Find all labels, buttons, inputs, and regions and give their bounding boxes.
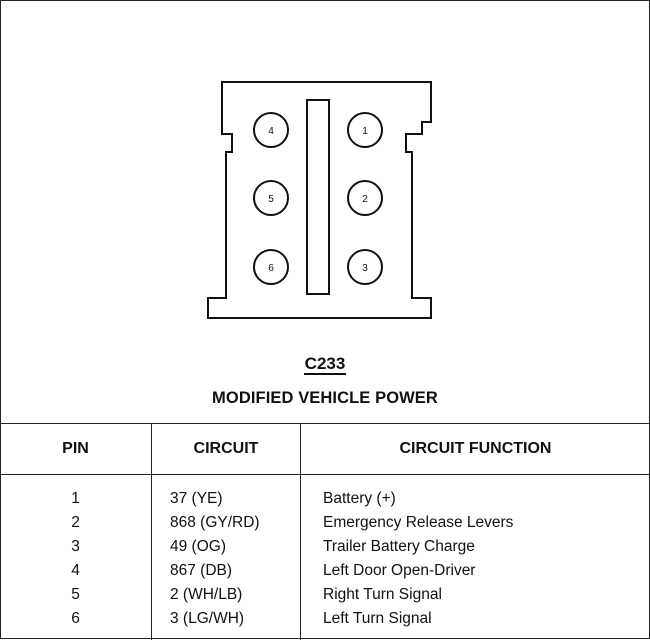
table-cell-pin: 2 — [71, 514, 80, 531]
pin-cavity: 5 — [253, 180, 289, 216]
pin-cavity: 4 — [253, 112, 289, 148]
table-cell-function: Battery (+) — [323, 490, 396, 507]
table-cell-function: Left Door Open-Driver — [323, 562, 476, 579]
pin-cavity: 3 — [347, 249, 383, 285]
pin-cavity: 6 — [253, 249, 289, 285]
table-cell-circuit: 867 (DB) — [170, 562, 233, 579]
table-cell-circuit: 37 (YE) — [170, 490, 223, 507]
pin-number: 4 — [268, 126, 274, 137]
function-column: Battery (+) Emergency Release Levers Tra… — [323, 487, 513, 631]
table-cell-function: Right Turn Signal — [323, 586, 442, 603]
header-circuit-function: CIRCUIT FUNCTION — [301, 424, 650, 475]
connector-name-title: MODIFIED VEHICLE POWER — [212, 389, 438, 407]
center-key-bar — [306, 99, 330, 295]
pin-column: 1 2 3 4 5 6 — [0, 487, 151, 631]
pin-number: 3 — [362, 263, 368, 274]
table-cell-function: Trailer Battery Charge — [323, 538, 475, 555]
connector-id-title: C233 — [303, 354, 347, 375]
pin-cavity: 1 — [347, 112, 383, 148]
table-cell-pin: 3 — [71, 538, 80, 555]
table-cell-pin: 1 — [71, 490, 80, 507]
table-cell-circuit: 49 (OG) — [170, 538, 226, 555]
table-cell-pin: 5 — [71, 586, 80, 603]
pin-number: 1 — [362, 126, 368, 137]
pin-cavity: 2 — [347, 180, 383, 216]
pin-number: 5 — [268, 194, 274, 205]
table-cell-circuit: 3 (LG/WH) — [170, 610, 245, 627]
table-cell-pin: 4 — [71, 562, 80, 579]
connector-housing — [207, 81, 432, 319]
pin-number: 2 — [362, 194, 368, 205]
table-cell-circuit: 2 (WH/LB) — [170, 586, 243, 603]
table-cell-function: Emergency Release Levers — [323, 514, 514, 531]
pin-function-table: PIN CIRCUIT CIRCUIT FUNCTION 1 2 3 4 5 6… — [0, 423, 650, 640]
column-divider — [300, 424, 301, 640]
header-pin: PIN — [0, 424, 151, 475]
circuit-column: 37 (YE) 868 (GY/RD) 49 (OG) 867 (DB) 2 (… — [170, 487, 260, 631]
pin-number: 6 — [268, 263, 274, 274]
column-divider — [151, 424, 152, 640]
table-cell-circuit: 868 (GY/RD) — [170, 514, 260, 531]
header-circuit: CIRCUIT — [152, 424, 300, 475]
connector-face-diagram: 4 5 6 1 2 3 — [207, 81, 432, 319]
table-cell-pin: 6 — [71, 610, 80, 627]
table-cell-function: Left Turn Signal — [323, 610, 432, 627]
